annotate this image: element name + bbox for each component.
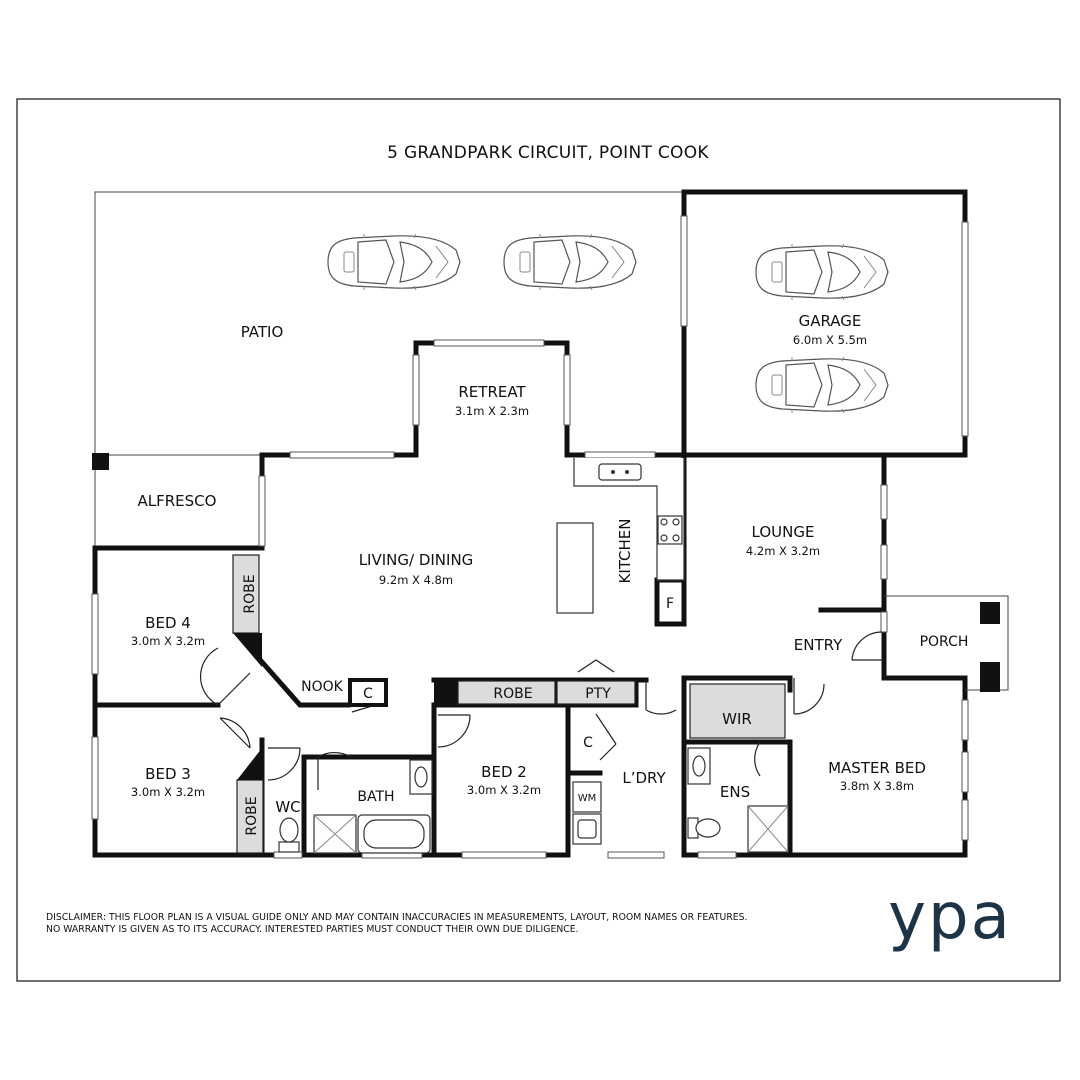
svg-text:ROBE: ROBE xyxy=(242,574,258,613)
svg-text:ROBE: ROBE xyxy=(244,796,260,835)
disclaimer-line-1: DISCLAIMER: THIS FLOOR PLAN IS A VISUAL … xyxy=(46,912,748,923)
bed3-dim: 3.0m X 3.2m xyxy=(131,785,205,799)
garage-door-right xyxy=(961,221,969,437)
svg-text:ROBE: ROBE xyxy=(493,686,532,702)
laundry-fixtures xyxy=(572,781,602,845)
garage-walls xyxy=(681,189,968,458)
bed2-label: BED 2 xyxy=(481,763,527,781)
porch-post xyxy=(980,662,1000,692)
svg-text:C: C xyxy=(363,686,373,702)
page-frame xyxy=(16,98,1061,982)
bed2-robe: ROBE xyxy=(434,680,556,705)
fridge-label: F xyxy=(666,596,674,612)
alfresco-post xyxy=(92,453,109,470)
car-icon xyxy=(755,243,889,301)
room-labels: PATIO GARAGE 6.0m X 5.5m RETREAT 3.1m X … xyxy=(131,312,968,816)
porch-post xyxy=(980,602,1000,624)
pantry: PTY xyxy=(556,680,636,705)
garage-label: GARAGE xyxy=(799,312,862,330)
master-label: MASTER BED xyxy=(828,759,926,777)
lounge-label: LOUNGE xyxy=(752,523,815,541)
ensuite-label: ENS xyxy=(720,783,750,801)
car-icon xyxy=(755,356,889,414)
living-dim: 9.2m X 4.8m xyxy=(379,573,453,587)
retreat-label: RETREAT xyxy=(458,383,526,401)
alfresco-label: ALFRESCO xyxy=(138,492,217,510)
bed4-robe: ROBE xyxy=(232,554,262,667)
car-icon xyxy=(327,233,461,291)
disclaimer-line-2: NO WARRANTY IS GIVEN AS TO ITS ACCURACY.… xyxy=(46,924,579,935)
house-walls xyxy=(92,340,968,858)
patio-outline xyxy=(94,191,684,548)
washing-machine-label: WM xyxy=(578,793,597,804)
garage-dim: 6.0m X 5.5m xyxy=(793,333,867,347)
entry-label: ENTRY xyxy=(794,636,843,654)
laundry-label: L’DRY xyxy=(622,769,666,787)
retreat-dim: 3.1m X 2.3m xyxy=(455,404,529,418)
wir: WIR xyxy=(689,683,786,739)
ensuite-fixtures xyxy=(687,747,789,853)
wc-label: WC xyxy=(275,798,300,816)
svg-text:PTY: PTY xyxy=(585,686,611,702)
lounge-dim: 4.2m X 3.2m xyxy=(746,544,820,558)
nook-label: NOOK xyxy=(301,679,344,695)
bed2-dim: 3.0m X 3.2m xyxy=(467,783,541,797)
nook-cupboard: C xyxy=(348,678,388,707)
car-icon xyxy=(503,233,637,291)
bath-label: BATH xyxy=(357,789,394,805)
svg-text:WIR: WIR xyxy=(722,710,752,728)
windows xyxy=(91,339,969,859)
porch-label: PORCH xyxy=(920,634,969,650)
ypa-logo: ypa xyxy=(888,880,1012,954)
patio-label: PATIO xyxy=(241,323,284,341)
kitchen-bench xyxy=(556,458,685,614)
page-title: 5 GRANDPARK CIRCUIT, POINT COOK xyxy=(387,143,709,163)
garage-door-left xyxy=(680,215,688,327)
wc-toilet xyxy=(278,817,300,853)
laundry-cupboard-label: C xyxy=(583,735,593,751)
living-label: LIVING/ DINING xyxy=(359,551,474,569)
bed3-robe: ROBE xyxy=(236,748,264,854)
bed3-label: BED 3 xyxy=(145,765,191,783)
bed4-label: BED 4 xyxy=(145,614,191,632)
bath-fixtures xyxy=(313,759,433,854)
master-dim: 3.8m X 3.8m xyxy=(840,779,914,793)
bed4-dim: 3.0m X 3.2m xyxy=(131,634,205,648)
kitchen-label: KITCHEN xyxy=(616,519,634,584)
